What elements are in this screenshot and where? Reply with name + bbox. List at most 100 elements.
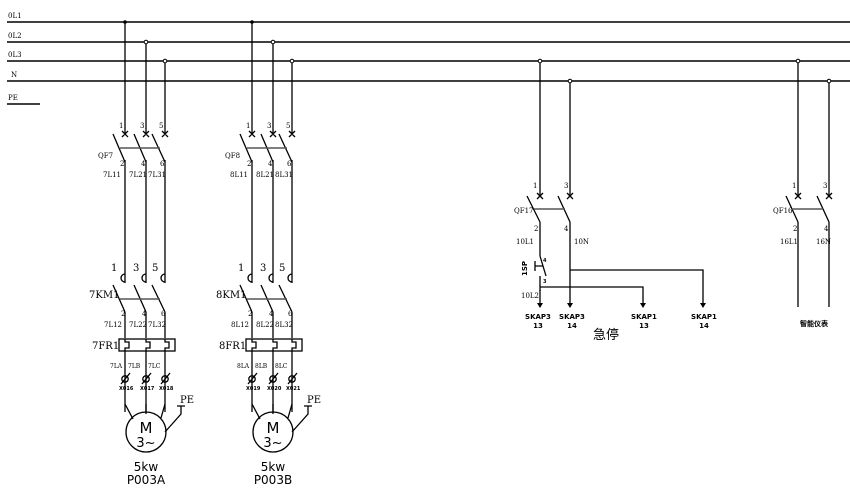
motor-power: 5kw: [134, 460, 159, 474]
terminal-block-a: X016 X017 X018: [119, 372, 174, 392]
meter-wires: [797, 222, 830, 307]
terminal-number: 3: [260, 263, 266, 274]
breaker-x-mark: [248, 130, 296, 138]
wire-label: 7L31: [148, 171, 166, 179]
wire-label: 8L11: [230, 171, 248, 179]
output-pin: 14: [567, 322, 577, 330]
motor-p003b: M 3~ PE 5kw P003B: [251, 395, 321, 487]
motor-power: 5kw: [261, 460, 286, 474]
breaker-qf8: 1 3 5 QF8 2 4 6 8L11 8L21 8L31: [225, 122, 296, 179]
wire-label: 7LA: [110, 363, 123, 370]
wire-label: 8LA: [237, 363, 250, 370]
wire-label: 8L12: [231, 321, 249, 329]
terminal-number: 3: [133, 263, 139, 274]
terminal-number: 4: [268, 160, 273, 168]
breaker-label: QF17: [514, 207, 534, 215]
wire-label: 7L12: [104, 321, 122, 329]
wire-label: 8L22: [256, 321, 274, 329]
terminal-id: X021: [286, 386, 301, 392]
wire-label: 7L11: [103, 171, 121, 179]
output-name: SKAP1: [691, 313, 717, 321]
contact-number: 3: [543, 279, 547, 285]
wire-label: 10L2: [521, 292, 539, 300]
bus-label-N: N: [11, 71, 17, 79]
terminal-icon: [269, 375, 277, 383]
wire-label: 10N: [574, 238, 589, 246]
contactor-arc: [120, 273, 166, 283]
button-label: 1SP: [521, 261, 529, 276]
terminal-icon: [248, 375, 256, 383]
overload-box: [118, 338, 176, 352]
motor-symbol: M: [140, 419, 153, 437]
meter-caption: 智能仪表: [800, 319, 829, 328]
motor-symbol: M: [267, 419, 280, 437]
output-wires: [539, 222, 704, 307]
junction-dot: [143, 39, 149, 45]
terminal-block-b: X019 X020 X021: [246, 372, 301, 392]
terminal-id: X019: [246, 386, 261, 392]
terminal-number: 3: [564, 182, 568, 190]
terminal-id: X017: [140, 386, 155, 392]
pe-label: PE: [180, 395, 194, 406]
terminal-number: 6: [287, 160, 292, 168]
breaker-qf17: 1 3 QF17 2 4 10L1 10N: [514, 182, 589, 246]
wire-label: 8LC: [275, 363, 288, 370]
wire-label: 7LB: [128, 363, 141, 370]
breaker-label: QF16: [773, 207, 793, 215]
terminal-number: 3: [140, 122, 144, 130]
terminal-icon: [142, 375, 150, 383]
output-name: SKAP3: [559, 313, 585, 321]
terminal-id: X016: [119, 386, 134, 392]
overload-box: [245, 338, 303, 352]
breaker-label: QF8: [225, 152, 240, 160]
terminal-number: 6: [160, 160, 165, 168]
output-pin: 13: [639, 322, 649, 330]
terminal-number: 1: [246, 122, 250, 130]
wire-label: 7L32: [148, 321, 166, 329]
overload-label: 8FR1: [219, 341, 246, 352]
bus-label-0L3: 0L3: [8, 51, 22, 59]
estop-caption: 急停: [593, 327, 619, 343]
terminal-number: 4: [141, 160, 146, 168]
terminal-id: X020: [267, 386, 282, 392]
junction-dot: [270, 39, 276, 45]
terminal-number: 1: [238, 263, 244, 274]
terminal-number: 2: [121, 310, 125, 318]
arrow-icon: [537, 303, 706, 308]
terminal-number: 2: [248, 310, 252, 318]
pe-ground-lead: [291, 405, 312, 433]
push-button-icon: [534, 261, 543, 271]
meter-branch: 1 3 QF16 2 4 16L1 16N 智能仪表: [773, 58, 833, 328]
terminal-number: 3: [267, 122, 271, 130]
conductor-wires: [124, 351, 166, 412]
wire-label: 7L22: [129, 321, 147, 329]
wire-label: 8LB: [255, 363, 268, 370]
wire-label: 8L21: [256, 171, 274, 179]
terminal-number: 6: [161, 310, 166, 318]
overload-label: 7FR1: [92, 341, 119, 352]
motor-icon: [252, 411, 294, 453]
terminal-number: 2: [120, 160, 124, 168]
terminal-number: 4: [142, 310, 147, 318]
conductor-wires: [251, 351, 293, 412]
contactor-label: 8KM1: [216, 290, 246, 301]
estop-branch: 1 3 QF17 2 4 10L1 10N 1SP 4 3 10L2 SKAP3…: [514, 58, 717, 343]
terminal-number: 5: [159, 122, 163, 130]
junction-dot: [123, 20, 127, 24]
bus-label-PE: PE: [8, 94, 18, 102]
terminal-number: 5: [152, 263, 158, 274]
estop-button-1sp[interactable]: 1SP 4 3: [521, 255, 547, 291]
terminal-number: 1: [792, 182, 796, 190]
terminal-number: 1: [533, 182, 537, 190]
breaker-x-mark: [794, 192, 833, 200]
terminal-number: 1: [119, 122, 123, 130]
terminal-number: 4: [564, 225, 569, 233]
terminal-icon: [121, 375, 129, 383]
junction-dot: [795, 58, 801, 64]
junction-dot: [567, 78, 573, 84]
wire-label: 7LC: [148, 363, 161, 370]
motor-phase: 3~: [136, 436, 155, 451]
terminal-number: 4: [269, 310, 274, 318]
junction-dot: [537, 58, 543, 64]
wire-label: 8L31: [275, 171, 293, 179]
